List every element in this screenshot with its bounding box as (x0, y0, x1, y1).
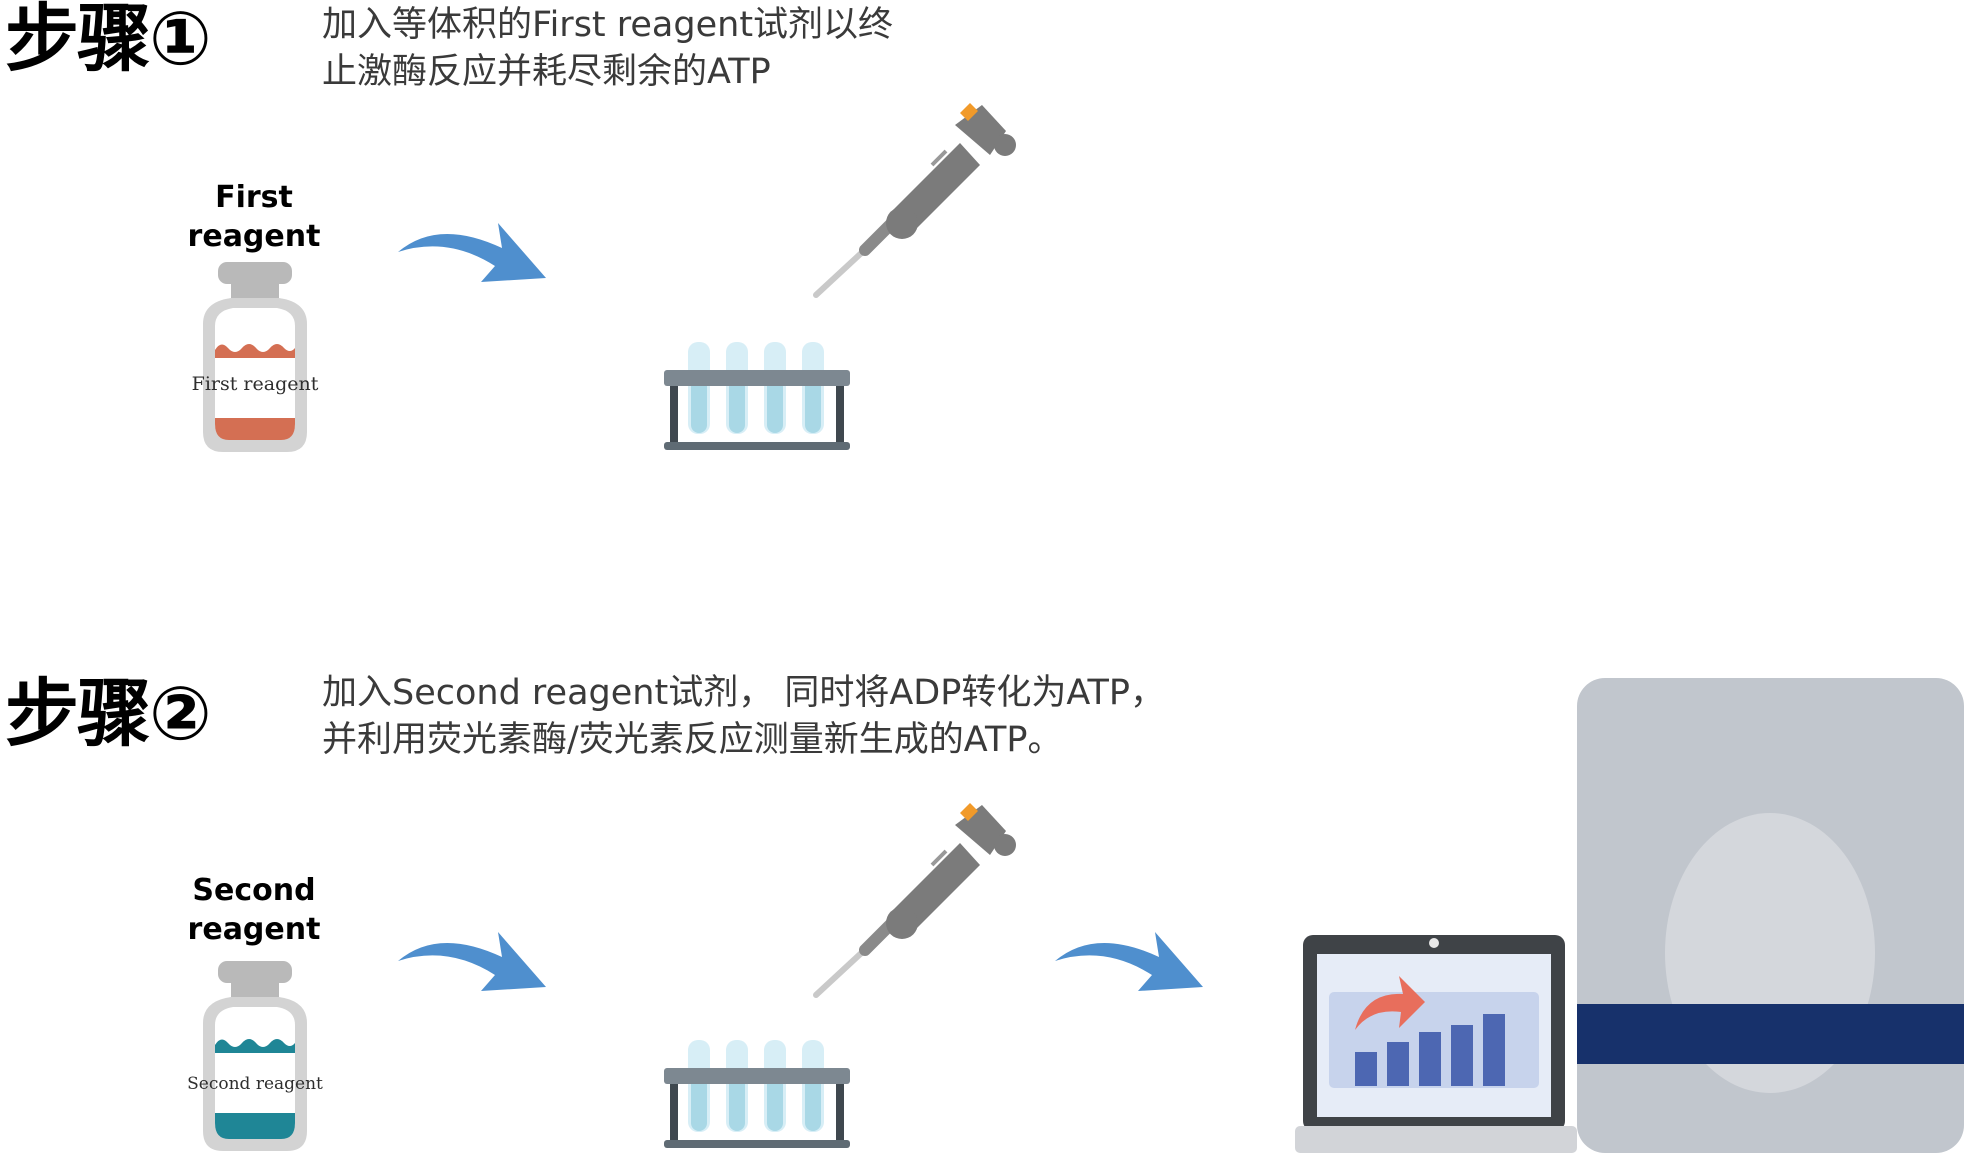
first-reagent-label-line2: reagent (187, 219, 321, 254)
step-2-description-line2: 并利用荧光素酶/荧光素反应测量新生成的ATP。 (322, 720, 1063, 760)
step-1-description: 加入等体积的First reagent试剂以终 止激酶反应并耗尽剩余的ATP (322, 2, 893, 96)
first-reagent-label: First reagent (164, 178, 344, 256)
laptop-chart-icon (1295, 935, 1577, 1153)
step-1-title: 步骤① (5, 0, 212, 82)
plate-reader-band (1577, 1004, 1964, 1064)
step-2-description-line1: 加入Second reagent试剂， 同时将ADP转化为ATP， (322, 673, 1166, 713)
second-reagent-label: Second reagent (164, 871, 344, 949)
step-2-pipette-icon (813, 803, 1016, 998)
second-reagent-liquid-bottom (215, 1113, 295, 1139)
second-reagent-bottle-icon: Second reagent (187, 961, 323, 1151)
step-2-arrow-1-icon (398, 932, 546, 991)
second-reagent-liquid-top (215, 1039, 295, 1053)
step-2-tube-rack-icon (664, 1040, 850, 1148)
step-1-pipette-icon (813, 103, 1016, 298)
second-reagent-bottle-text: Second reagent (187, 1074, 323, 1094)
plate-reader-icon (1577, 678, 1964, 1153)
step-1-tube-rack-icon (664, 342, 850, 450)
step-2-title: 步骤② (5, 671, 212, 757)
first-reagent-bottle-text: First reagent (192, 373, 319, 395)
first-reagent-bottle-icon: First reagent (192, 262, 319, 452)
laptop-chart-arrow-icon (1355, 976, 1425, 1030)
step-2-description: 加入Second reagent试剂， 同时将ADP转化为ATP， 并利用荧光素… (322, 670, 1165, 764)
step-2-arrow-2-icon (1055, 932, 1203, 991)
second-reagent-label-line1: Second (192, 873, 316, 908)
first-reagent-label-line1: First (215, 180, 293, 215)
step-1-arrow-1-icon (398, 223, 546, 282)
step-1-description-line1: 加入等体积的First reagent试剂以终 (322, 5, 894, 45)
laptop-chart-bars (1355, 1014, 1505, 1086)
first-reagent-liquid-bottom (215, 418, 295, 440)
second-reagent-label-line2: reagent (187, 912, 321, 947)
step-1-description-line2: 止激酶反应并耗尽剩余的ATP (322, 52, 771, 92)
first-reagent-liquid-top (215, 344, 295, 358)
